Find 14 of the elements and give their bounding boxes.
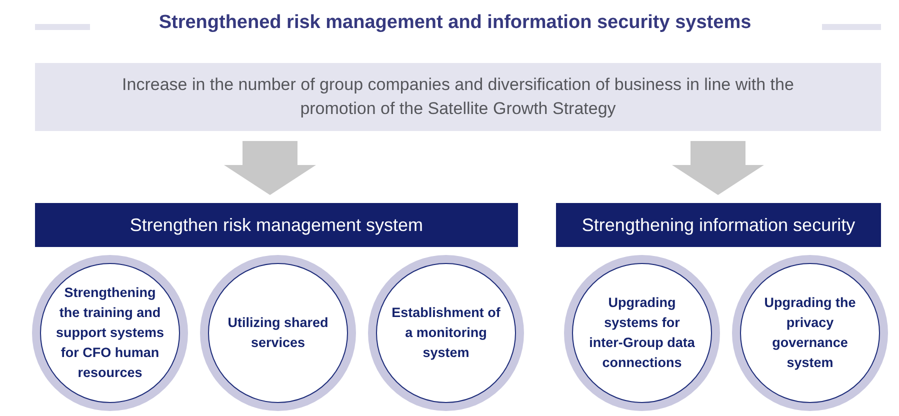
section-header xyxy=(556,203,881,247)
circle-text: Strengthening the training and support systems for CFO human resources xyxy=(54,284,166,382)
section-header xyxy=(35,203,518,247)
premise-box xyxy=(35,63,881,131)
diagram-title: Strengthened risk management and information security systems xyxy=(158,12,752,34)
circle-text: Upgrading systems for inter-Group data connections xyxy=(588,294,696,372)
premise-text: Increase in the number of group companies and diversification of business in line with the promotion of the Satellite Growth Strategy xyxy=(121,74,795,120)
circle-text: Upgrading the privacy governance system xyxy=(763,294,857,372)
block-arrow xyxy=(672,141,764,195)
block-arrow xyxy=(224,141,316,195)
header-text: Strengthen risk management system xyxy=(130,214,424,236)
circle-text: Utilizing shared services xyxy=(226,314,330,352)
header-text: Strengthening information security xyxy=(582,214,856,236)
circle-text: Establishment of a monitoring system xyxy=(390,304,502,362)
